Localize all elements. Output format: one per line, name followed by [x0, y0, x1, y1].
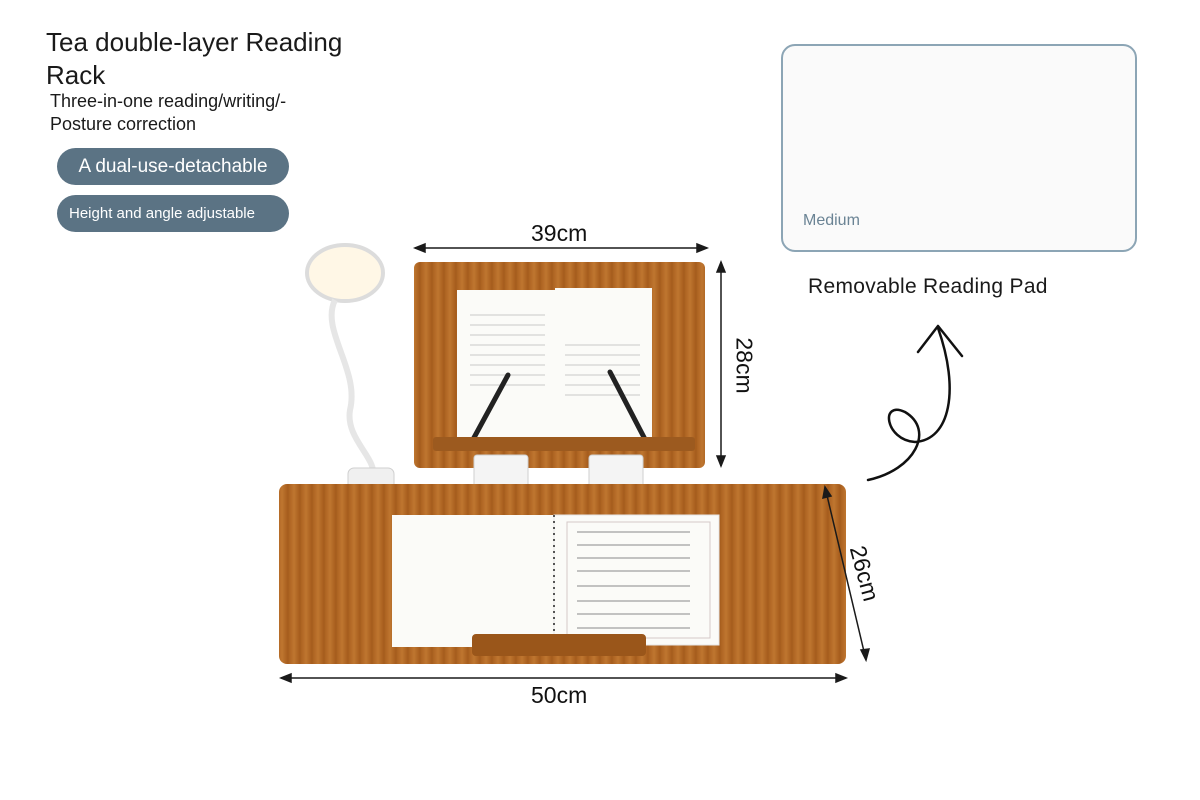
top-reading-board: [414, 262, 705, 492]
inset-size-label: Medium: [803, 212, 860, 229]
removable-pad-caption: Removable Reading Pad: [808, 275, 1048, 298]
dimension-top-width: 39cm: [531, 220, 588, 246]
inset-frame: Medium: [781, 44, 1137, 252]
dimension-bottom-width: 50cm: [531, 682, 588, 708]
desk-lamp: [305, 243, 395, 509]
curly-arrow-icon: [866, 324, 964, 482]
dimension-lines: [278, 242, 871, 684]
product-title: Tea double-layer Reading Rack: [46, 27, 343, 90]
badge-adjustable: Height and angle adjustable: [57, 195, 289, 232]
badge-detachable: A dual-use-detachable: [57, 148, 289, 185]
bottom-writing-board: [279, 484, 846, 664]
product-subtitle: Three-in-one reading/writing/- Posture c…: [50, 91, 287, 134]
dimension-top-height: 28cm: [731, 337, 758, 394]
